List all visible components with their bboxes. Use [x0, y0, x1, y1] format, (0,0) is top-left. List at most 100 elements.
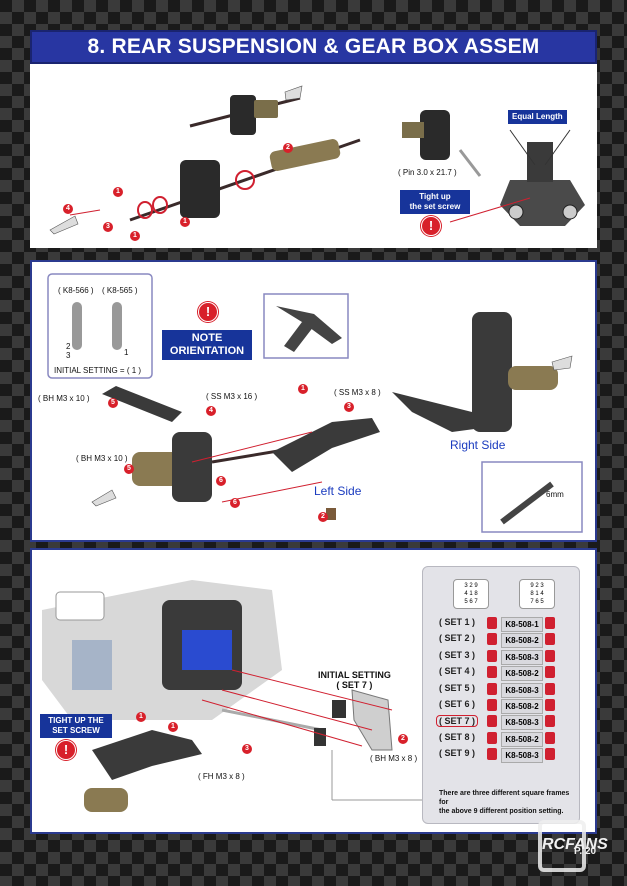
- screw-ss-m3x16: ( SS M3 x 16 ): [206, 392, 258, 401]
- set-part-number: K8-508-3: [501, 649, 543, 665]
- screw-fh-m3x8: ( FH M3 x 8 ): [198, 772, 245, 781]
- frames-note: There are three different square frames …: [439, 790, 570, 815]
- pin-label: ( Pin 3.0 x 21.7 ): [398, 168, 457, 177]
- set-row: ( SET 9 ) K8-508-3: [423, 748, 581, 764]
- set-marker: [487, 617, 497, 629]
- set-part-number: K8-508-3: [501, 715, 543, 731]
- set-marker: [487, 666, 497, 679]
- warning-icon: !: [198, 302, 218, 322]
- set-marker: [545, 682, 555, 695]
- callout-1: 1: [168, 722, 178, 732]
- set-chart: 3 2 9 4 1 8 5 6 7 9 2 3 8 1 4 7 6 5 ( SE…: [422, 566, 580, 824]
- callout-2: 2: [283, 143, 293, 153]
- frame-left: 3 2 9 4 1 8 5 6 7: [453, 579, 489, 609]
- set-row: ( SET 5 ) K8-508-3: [423, 682, 581, 699]
- set-name: ( SET 7 ): [436, 715, 479, 728]
- callout-3: 3: [103, 222, 113, 232]
- hole-2: 2: [66, 342, 71, 351]
- warning-icon: !: [56, 740, 76, 760]
- tight-up-tag: Tight up the set screw: [400, 190, 470, 214]
- callout-1: 1: [180, 217, 190, 227]
- note-orientation-tag: NOTE ORIENTATION: [162, 330, 252, 360]
- callout-3: 3: [344, 402, 354, 412]
- watermark-text: RCFANS: [542, 836, 608, 853]
- frame-right-row: 9 2 3: [530, 583, 544, 589]
- set-row: ( SET 6 ) K8-508-2: [423, 699, 581, 715]
- frame-left-row: 4 1 8: [464, 591, 478, 597]
- set-part-number: K8-508-2: [501, 633, 543, 649]
- set-marker: [487, 699, 497, 711]
- warning-icon: !: [421, 216, 441, 236]
- set-row: ( SET 8 ) K8-508-2: [423, 731, 581, 748]
- set-name: ( SET 3 ): [439, 649, 476, 660]
- set-marker: [487, 649, 497, 662]
- callout-1: 1: [113, 187, 123, 197]
- set-marker: [545, 617, 555, 629]
- set-marker: [545, 715, 555, 728]
- set-marker: [545, 699, 555, 711]
- initial-setting-label: INITIAL SETTING ( SET 7 ): [318, 670, 391, 690]
- set-name: ( SET 5 ): [439, 682, 476, 693]
- equal-length-tag: Equal Length: [508, 110, 567, 124]
- set-part-number: K8-508-2: [501, 699, 543, 714]
- callout-1: 1: [298, 384, 308, 394]
- callout-5: 5: [108, 398, 118, 408]
- callout-1: 1: [136, 712, 146, 722]
- set-part-number: K8-508-2: [501, 731, 543, 747]
- step3-illustration: [42, 580, 432, 812]
- frame-left-row: 5 6 7: [464, 599, 478, 605]
- set-row: ( SET 3 ) K8-508-3: [423, 649, 581, 666]
- set-name: ( SET 1 ): [439, 617, 476, 627]
- part-k8-566: ( K8-566 ): [58, 286, 94, 295]
- set-marker: [487, 731, 497, 744]
- set-row: ( SET 4 ) K8-508-2: [423, 666, 581, 682]
- set-part-number: K8-508-3: [501, 682, 543, 698]
- set-name: ( SET 2 ): [439, 633, 476, 644]
- set-marker: [545, 666, 555, 679]
- set-row: ( SET 7 ) K8-508-3: [423, 715, 581, 731]
- screw-ss-m3x8: ( SS M3 x 8 ): [334, 388, 381, 397]
- page-title: 8. REAR SUSPENSION & GEAR BOX ASSEM: [30, 30, 597, 64]
- set-marker: [487, 715, 497, 728]
- callout-2: 2: [398, 734, 408, 744]
- left-side-label: Left Side: [314, 484, 362, 498]
- frame-right: 9 2 3 8 1 4 7 6 5: [519, 579, 555, 609]
- step-panel-arms: ( K8-566 ) ( K8-565 ) 2 3 1 INITIAL SETT…: [30, 260, 597, 542]
- screw-bh-m3x10: ( BH M3 x 10 ): [38, 394, 90, 403]
- callout-5: 5: [124, 464, 134, 474]
- set-row: ( SET 1 ) K8-508-1: [423, 617, 581, 633]
- set-part-number: K8-508-1: [501, 617, 543, 632]
- step2-illustration: [47, 273, 583, 533]
- tight-up-tag: TIGHT UP THE SET SCREW: [40, 714, 112, 738]
- watermark-logo-icon: [538, 820, 586, 872]
- frame-right-row: 8 1 4: [530, 591, 544, 597]
- frame-right-row: 7 6 5: [530, 599, 544, 605]
- hole-3: 3: [66, 351, 71, 360]
- set-row: ( SET 2 ) K8-508-2: [423, 633, 581, 649]
- callout-1: 1: [130, 231, 140, 241]
- part-k8-565: ( K8-565 ): [102, 286, 138, 295]
- set-name: ( SET 9 ): [439, 748, 476, 759]
- callout-6: 6: [230, 498, 240, 508]
- set-name: ( SET 4 ): [439, 666, 476, 677]
- set-part-number: K8-508-3: [501, 748, 543, 764]
- set-name: ( SET 6 ): [439, 699, 476, 709]
- frame-left-row: 3 2 9: [464, 583, 478, 589]
- initial-setting-label: INITIAL SETTING = ( 1 ): [54, 366, 142, 375]
- step-panel-gearbox: TIGHT UP THE SET SCREW ! INITIAL SETTING…: [30, 548, 597, 834]
- set-name: ( SET 8 ): [439, 731, 476, 742]
- gap-6mm: 6mm: [546, 490, 564, 499]
- callout-4: 4: [63, 204, 73, 214]
- step-panel-rear-suspension: 8. REAR SUSPENSION & GEAR BOX ASSEM 2 1 …: [30, 30, 597, 248]
- set-marker: [487, 748, 497, 761]
- screw-bh-m3x8: ( BH M3 x 8 ): [370, 754, 418, 763]
- screw-bh-m3x10: ( BH M3 x 10 ): [76, 454, 128, 463]
- set-marker: [545, 649, 555, 662]
- set-marker: [545, 731, 555, 744]
- set-part-number: K8-508-2: [501, 666, 543, 682]
- rcfans-watermark: RCFANS: [532, 818, 610, 874]
- set-marker: [545, 633, 555, 646]
- hole-1: 1: [124, 348, 129, 357]
- set-marker: [545, 748, 555, 761]
- step1-illustration: [49, 85, 585, 235]
